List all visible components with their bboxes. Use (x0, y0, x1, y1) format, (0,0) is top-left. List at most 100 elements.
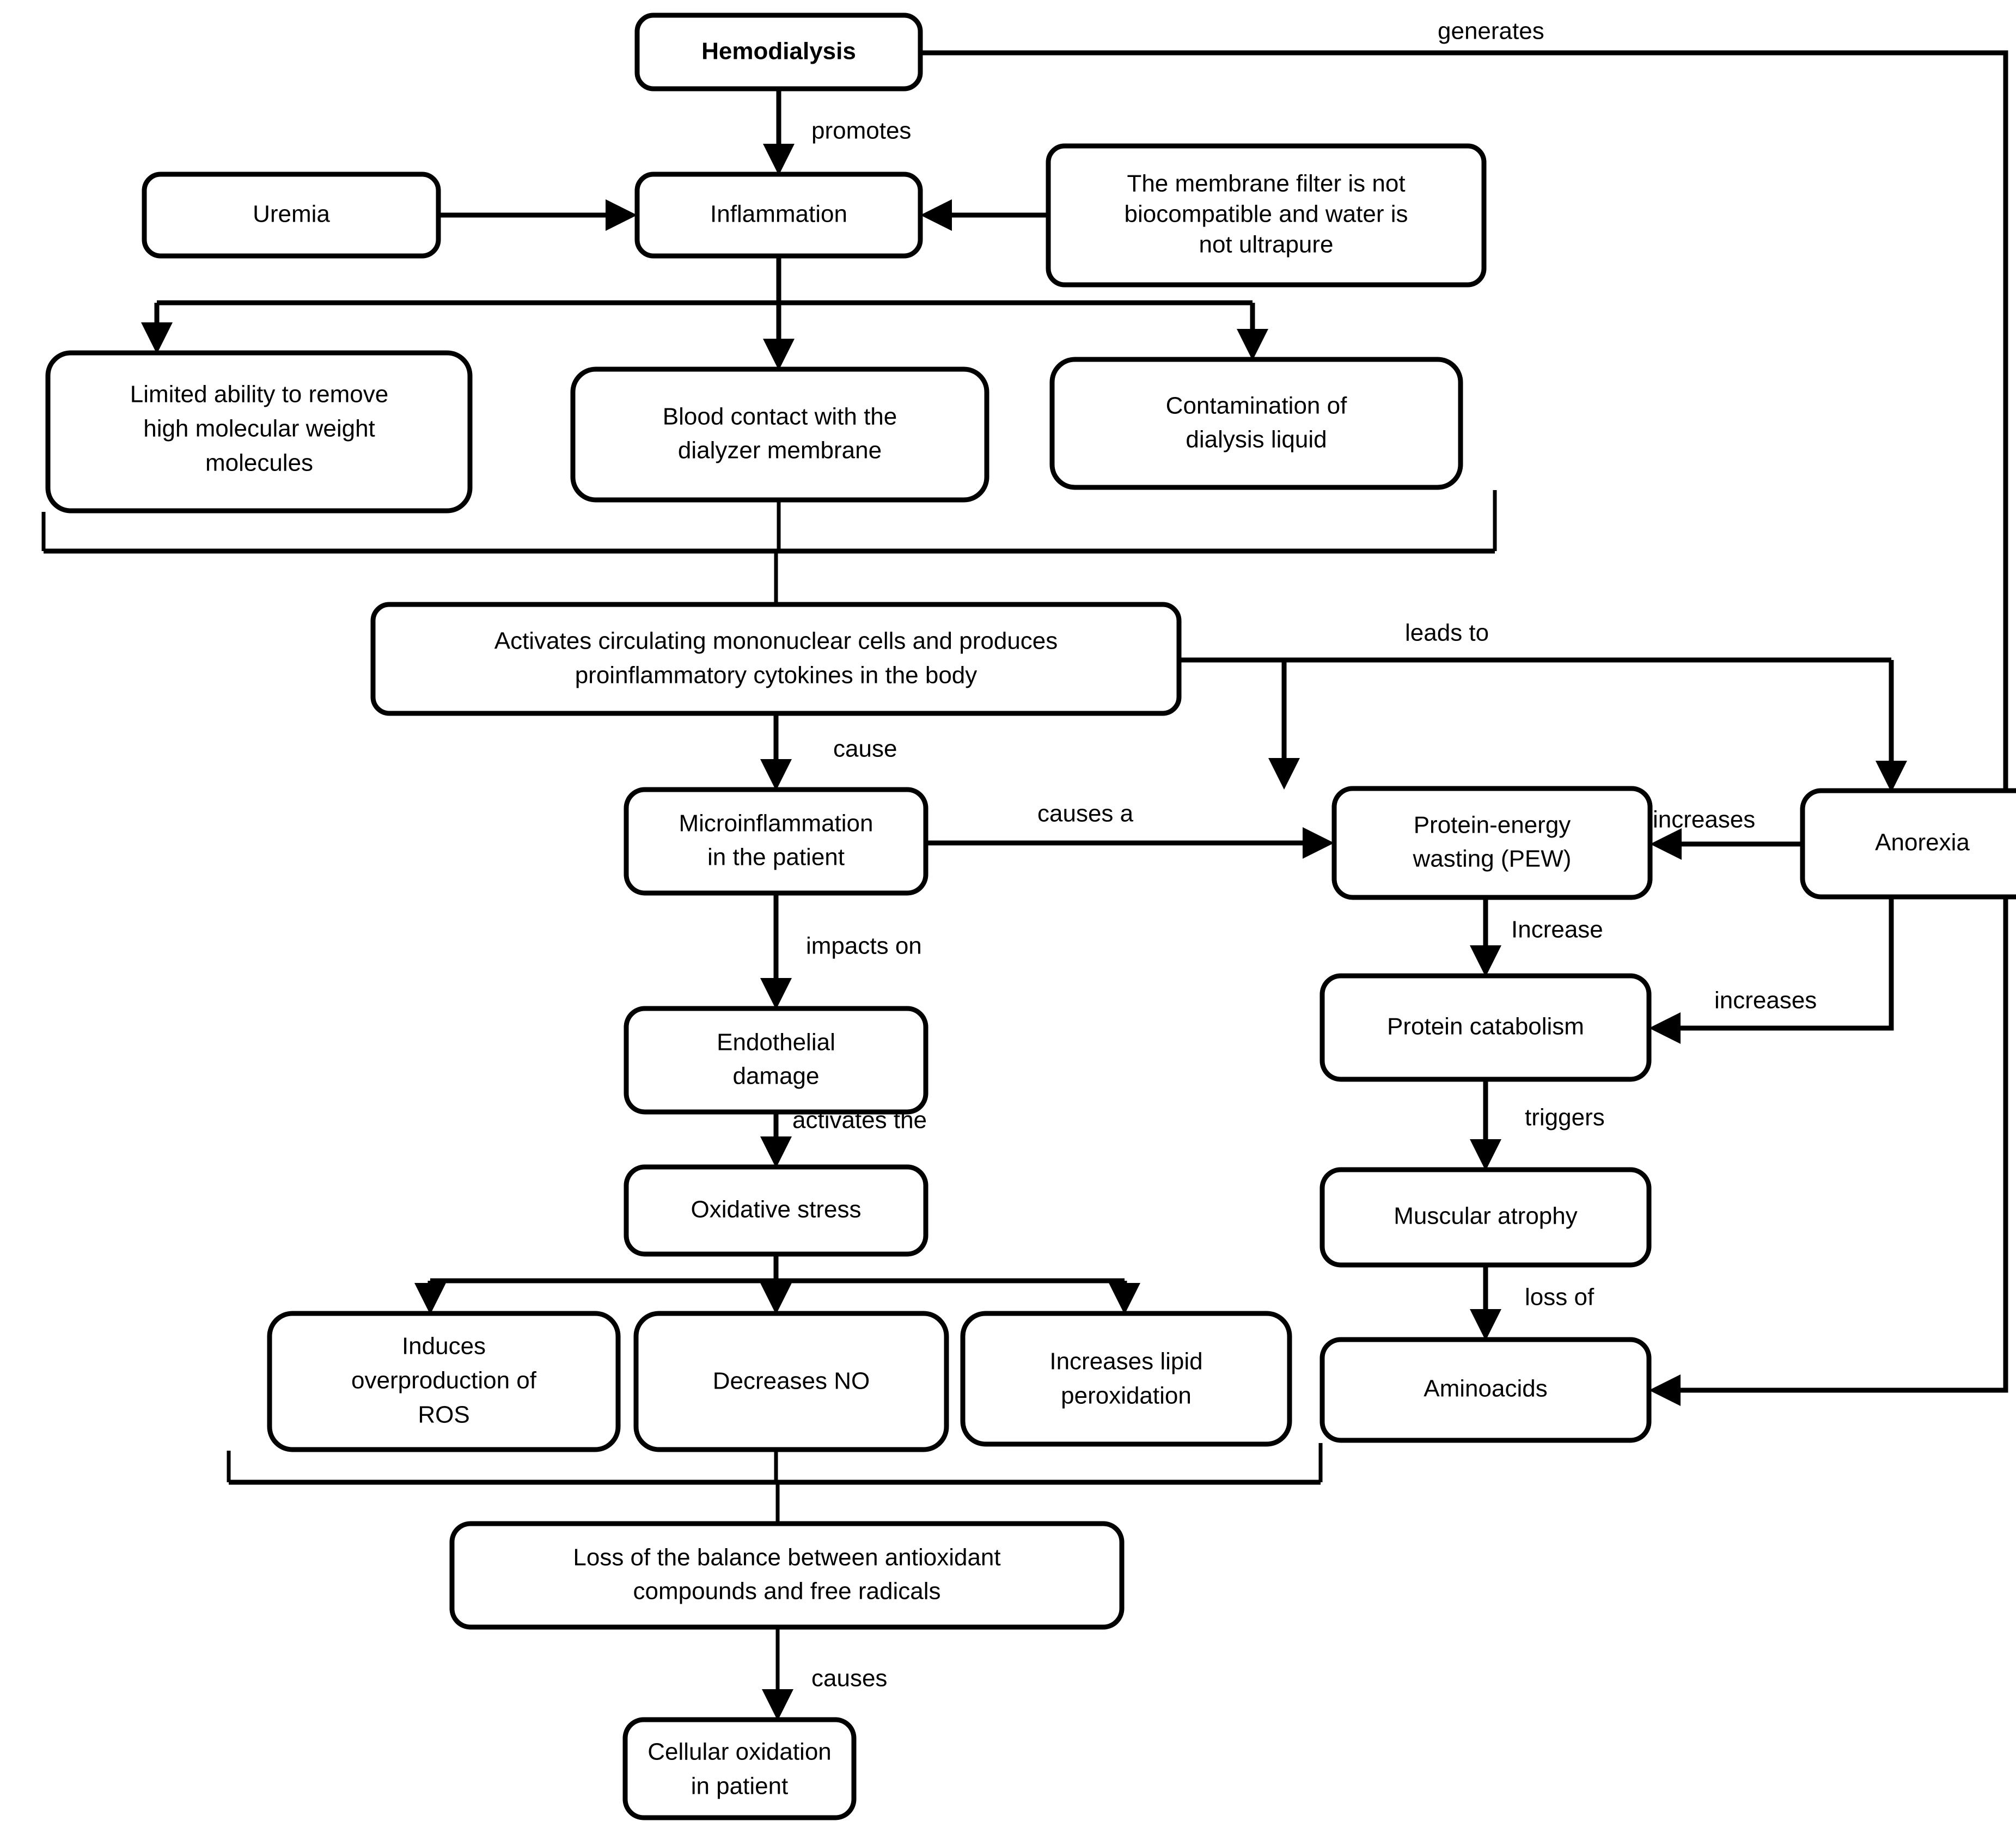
arrow-head-limited-top (141, 322, 173, 354)
node-limited-ability-box[interactable] (45, 350, 473, 514)
edge-label-loss-of: loss of (1525, 1284, 1595, 1311)
node-hemodialysis[interactable]: Hemodialysis (634, 13, 923, 91)
node-loss-of-balance[interactable]: Loss of the balance between antioxidant … (449, 1521, 1125, 1630)
arrow-head-pew-left (1303, 827, 1334, 859)
edge-labels: generates promotes leads to cause causes… (792, 18, 1817, 1692)
arrow-head-ros-top (414, 1283, 446, 1315)
node-anorexia[interactable]: Anorexia (1800, 788, 2016, 900)
node-ros-line3: ROS (418, 1402, 469, 1428)
node-uremia[interactable]: Uremia (142, 172, 441, 259)
node-limited-ability-line2: high molecular weight (143, 415, 375, 442)
node-lipid-peroxidation[interactable]: Increases lipid peroxidation (960, 1311, 1292, 1447)
arrow-head-pew-top (1268, 758, 1300, 790)
node-inflammation[interactable]: Inflammation (634, 172, 923, 259)
node-loss-of-balance-line2: compounds and free radicals (633, 1578, 941, 1605)
arrow-head-muscular-top (1470, 1139, 1501, 1171)
node-microinflammation-box[interactable] (624, 787, 928, 896)
node-contamination-line2: dialysis liquid (1186, 426, 1327, 453)
node-decreases-no[interactable]: Decreases NO (633, 1311, 949, 1452)
edge-label-cause: cause (833, 736, 897, 762)
arrow-head-cellular-top (762, 1689, 793, 1721)
node-activates-mononuclear-line1: Activates circulating mononuclear cells … (494, 628, 1058, 655)
node-endothelial-damage-box[interactable] (624, 1006, 928, 1115)
arrow-head-pew-right (1650, 828, 1682, 860)
edge-label-impacts-on: impacts on (806, 933, 922, 959)
node-limited-ability[interactable]: Limited ability to remove high molecular… (45, 350, 473, 514)
node-protein-catabolism[interactable]: Protein catabolism (1319, 973, 1652, 1082)
node-uremia-label: Uremia (253, 201, 330, 228)
arrow-head-anorexia-top (1876, 761, 1907, 792)
node-membrane-filter-box[interactable] (1046, 143, 1487, 288)
node-pew-box[interactable] (1331, 786, 1653, 900)
node-loss-of-balance-box[interactable] (449, 1521, 1125, 1630)
node-decreases-no-box[interactable] (633, 1311, 949, 1452)
node-protein-catabolism-label: Protein catabolism (1387, 1013, 1584, 1040)
edge-label-triggers: triggers (1525, 1104, 1605, 1131)
arrow-head-lipid-top (1109, 1283, 1140, 1315)
node-inflammation-box[interactable] (634, 172, 923, 259)
node-blood-contact-box[interactable] (570, 366, 989, 503)
node-oxidative-stress[interactable]: Oxidative stress (624, 1164, 928, 1257)
node-pew[interactable]: Protein-energy wasting (PEW) (1331, 786, 1653, 900)
edge-label-activates-the: activates the (792, 1107, 927, 1134)
node-aminoacids[interactable]: Aminoacids (1319, 1337, 1652, 1443)
node-uremia-box[interactable] (142, 172, 441, 259)
arrow-head-catabolism-right (1649, 1012, 1681, 1044)
node-blood-contact-line2: dialyzer membrane (678, 437, 882, 464)
arrow-head-catabolism-top (1470, 945, 1501, 977)
arrow-head-contamination-top (1237, 329, 1268, 360)
node-activates-mononuclear[interactable]: Activates circulating mononuclear cells … (370, 602, 1182, 716)
edge-label-increase: Increase (1511, 916, 1603, 943)
node-cellular-oxidation-line2: in patient (691, 1773, 789, 1800)
arrow-head-aminoacids-right (1649, 1374, 1681, 1406)
node-anorexia-box[interactable] (1800, 788, 2016, 900)
node-ros[interactable]: Induces overproduction of ROS (267, 1311, 621, 1452)
node-activates-mononuclear-line2: proinflammatory cytokines in the body (575, 662, 978, 689)
node-activates-mononuclear-box[interactable] (370, 602, 1182, 716)
connectors (41, 50, 2008, 1721)
node-contamination[interactable]: Contamination of dialysis liquid (1049, 357, 1463, 490)
node-muscular-atrophy-box[interactable] (1319, 1167, 1652, 1268)
node-muscular-atrophy[interactable]: Muscular atrophy (1319, 1167, 1652, 1268)
node-membrane-filter-line2: biocompatible and water is (1125, 201, 1408, 228)
node-oxidative-stress-label: Oxidative stress (691, 1196, 862, 1223)
node-cellular-oxidation[interactable]: Cellular oxidation in patient (622, 1717, 857, 1820)
arrow-head-no-top (760, 1283, 792, 1315)
arrow-head-blood-top (763, 339, 795, 370)
node-blood-contact-line1: Blood contact with the (663, 404, 897, 430)
node-lipid-peroxidation-box[interactable] (960, 1311, 1292, 1447)
node-membrane-filter[interactable]: The membrane filter is not biocompatible… (1046, 143, 1487, 288)
node-membrane-filter-line1: The membrane filter is not (1127, 170, 1405, 197)
node-microinflammation[interactable]: Microinflammation in the patient (624, 787, 928, 896)
node-oxidative-stress-box[interactable] (624, 1164, 928, 1257)
node-cellular-oxidation-box[interactable] (622, 1717, 857, 1820)
arrow-head-oxidative-top (760, 1136, 792, 1168)
node-decreases-no-label: Decreases NO (713, 1368, 870, 1395)
edge-hemodialysis-to-aminoacids (920, 50, 2008, 1393)
node-ros-box[interactable] (267, 1311, 621, 1452)
node-ros-line1: Induces (402, 1333, 486, 1360)
edge-label-increases-anorexia-catabolism: increases (1714, 987, 1817, 1014)
node-limited-ability-line1: Limited ability to remove (130, 381, 388, 408)
node-muscular-atrophy-label: Muscular atrophy (1394, 1203, 1577, 1230)
node-anorexia-label: Anorexia (1875, 829, 1970, 856)
node-protein-catabolism-box[interactable] (1319, 973, 1652, 1082)
edge-label-leads-to: leads to (1405, 620, 1489, 646)
node-blood-contact[interactable]: Blood contact with the dialyzer membrane (570, 366, 989, 503)
node-endothelial-damage[interactable]: Endothelial damage (624, 1006, 928, 1115)
node-contamination-line1: Contamination of (1166, 393, 1347, 419)
arrow-head-inflammation-left (606, 199, 637, 231)
edge-anorexia-to-catabolism (1672, 897, 1894, 1031)
node-microinflammation-line2: in the patient (707, 844, 845, 871)
node-hemodialysis-box[interactable] (634, 13, 923, 91)
arrow-head-endothelial-top (760, 978, 792, 1010)
node-aminoacids-box[interactable] (1319, 1337, 1652, 1443)
node-lipid-peroxidation-line1: Increases lipid (1049, 1348, 1202, 1375)
node-lipid-peroxidation-line2: peroxidation (1061, 1383, 1192, 1409)
node-loss-of-balance-line1: Loss of the balance between antioxidant (573, 1544, 1000, 1571)
node-microinflammation-line1: Microinflammation (679, 810, 873, 837)
node-contamination-box[interactable] (1049, 357, 1463, 490)
node-limited-ability-line3: molecules (205, 450, 313, 476)
